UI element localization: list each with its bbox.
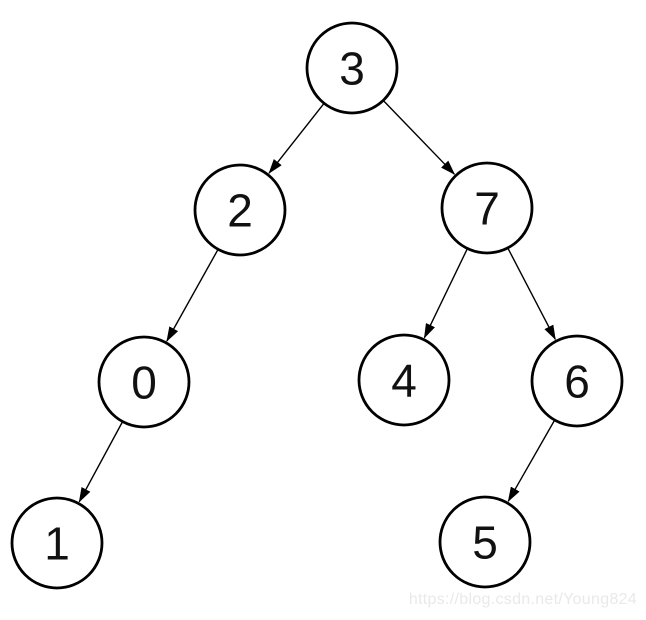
edge-2-to-0 — [166, 249, 219, 342]
tree-node-7: 7 — [440, 161, 534, 255]
node-label: 5 — [472, 517, 498, 569]
tree-node-6: 6 — [530, 334, 624, 428]
node-circle — [305, 21, 399, 115]
node-label: 1 — [44, 518, 70, 570]
node-circle — [357, 333, 451, 427]
tree-node-1: 1 — [10, 496, 104, 590]
edge-0-to-1 — [78, 422, 123, 503]
node-label: 7 — [474, 183, 500, 235]
tree-node-0: 0 — [97, 335, 191, 429]
edge-7-to-6 — [507, 248, 556, 341]
node-label: 0 — [131, 357, 157, 409]
edge-7-to-4 — [423, 249, 468, 339]
node-circle — [97, 335, 191, 429]
node-circle — [10, 496, 104, 590]
node-circle — [438, 495, 532, 589]
edge-6-to-5 — [507, 420, 555, 503]
node-circle — [530, 334, 624, 428]
node-circle — [193, 163, 287, 257]
node-label: 4 — [391, 355, 417, 407]
node-circle — [440, 161, 534, 255]
node-label: 3 — [339, 43, 365, 95]
tree-node-2: 2 — [193, 163, 287, 257]
tree-node-4: 4 — [357, 333, 451, 427]
node-label: 2 — [227, 185, 253, 237]
edge-3-to-7 — [383, 100, 456, 175]
tree-node-3: 3 — [305, 21, 399, 115]
edge-3-to-2 — [268, 103, 325, 174]
watermark-text: https://blog.csdn.net/Young824 — [408, 591, 637, 608]
node-label: 6 — [564, 356, 590, 408]
tree-node-5: 5 — [438, 495, 532, 589]
